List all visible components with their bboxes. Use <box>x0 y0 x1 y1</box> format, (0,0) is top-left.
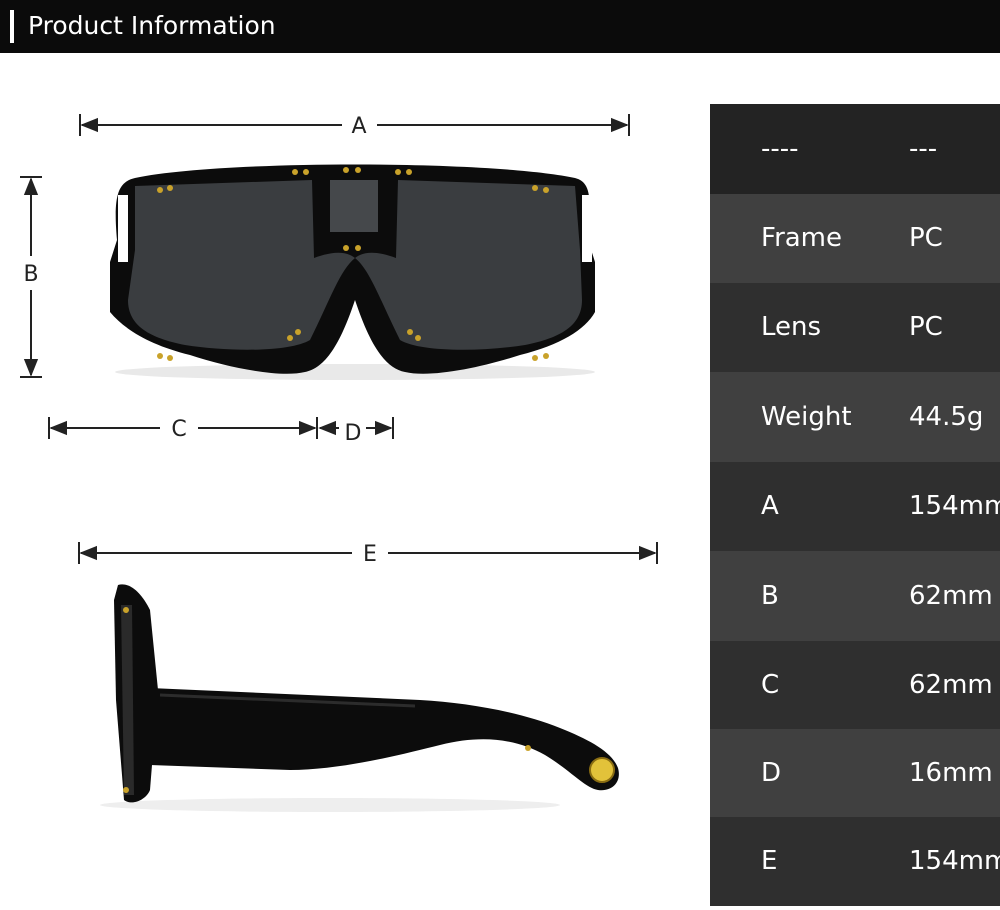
dimension-b: B <box>20 176 42 378</box>
spec-key: E <box>761 846 778 876</box>
dimension-d-label: D <box>345 421 362 446</box>
spec-value: 62mm <box>909 581 993 611</box>
spec-key: Weight <box>761 402 852 432</box>
dimension-e: E <box>78 542 658 567</box>
spec-value: --- <box>909 134 938 164</box>
spec-row: D 16mm <box>710 729 1000 817</box>
spec-row: Weight 44.5g <box>710 372 1000 462</box>
spec-value: 16mm <box>909 758 993 788</box>
spec-value: 154mm <box>909 846 1000 876</box>
spec-key: Frame <box>761 223 843 253</box>
spec-key: C <box>761 670 780 700</box>
dimension-diagram: A B C D E <box>20 114 658 812</box>
spec-key: Lens <box>761 312 822 342</box>
spec-value: 154mm <box>909 491 1000 521</box>
spec-value: PC <box>909 223 943 253</box>
spec-value: PC <box>909 312 943 342</box>
spec-row: B 62mm <box>710 551 1000 641</box>
section-header: Product Information <box>0 0 1000 53</box>
spec-key: D <box>761 758 782 788</box>
spec-row: ------- <box>710 104 1000 194</box>
spec-value: 44.5g <box>909 402 984 432</box>
spec-row: A 154mm <box>710 462 1000 551</box>
spec-row: Frame PC <box>710 194 1000 283</box>
dimension-e-label: E <box>363 542 377 567</box>
sunglasses-side-view <box>100 584 619 812</box>
sunglasses-front-view <box>110 164 595 380</box>
dimension-a: A <box>79 114 630 139</box>
spec-key: ---- <box>761 134 799 164</box>
spec-key: A <box>761 491 779 521</box>
section-title: Product Information <box>28 11 276 40</box>
spec-row: Lens PC <box>710 283 1000 372</box>
dimension-b-label: B <box>23 262 38 287</box>
dimension-a-label: A <box>351 114 366 139</box>
dimension-c-d: C D <box>48 417 394 446</box>
spec-row: E 154mm <box>710 817 1000 906</box>
spec-key: B <box>761 581 779 611</box>
spec-value: 62mm <box>909 670 993 700</box>
dimension-c-label: C <box>171 417 186 442</box>
spec-row: C 62mm <box>710 641 1000 729</box>
header-accent-bar <box>10 10 14 43</box>
